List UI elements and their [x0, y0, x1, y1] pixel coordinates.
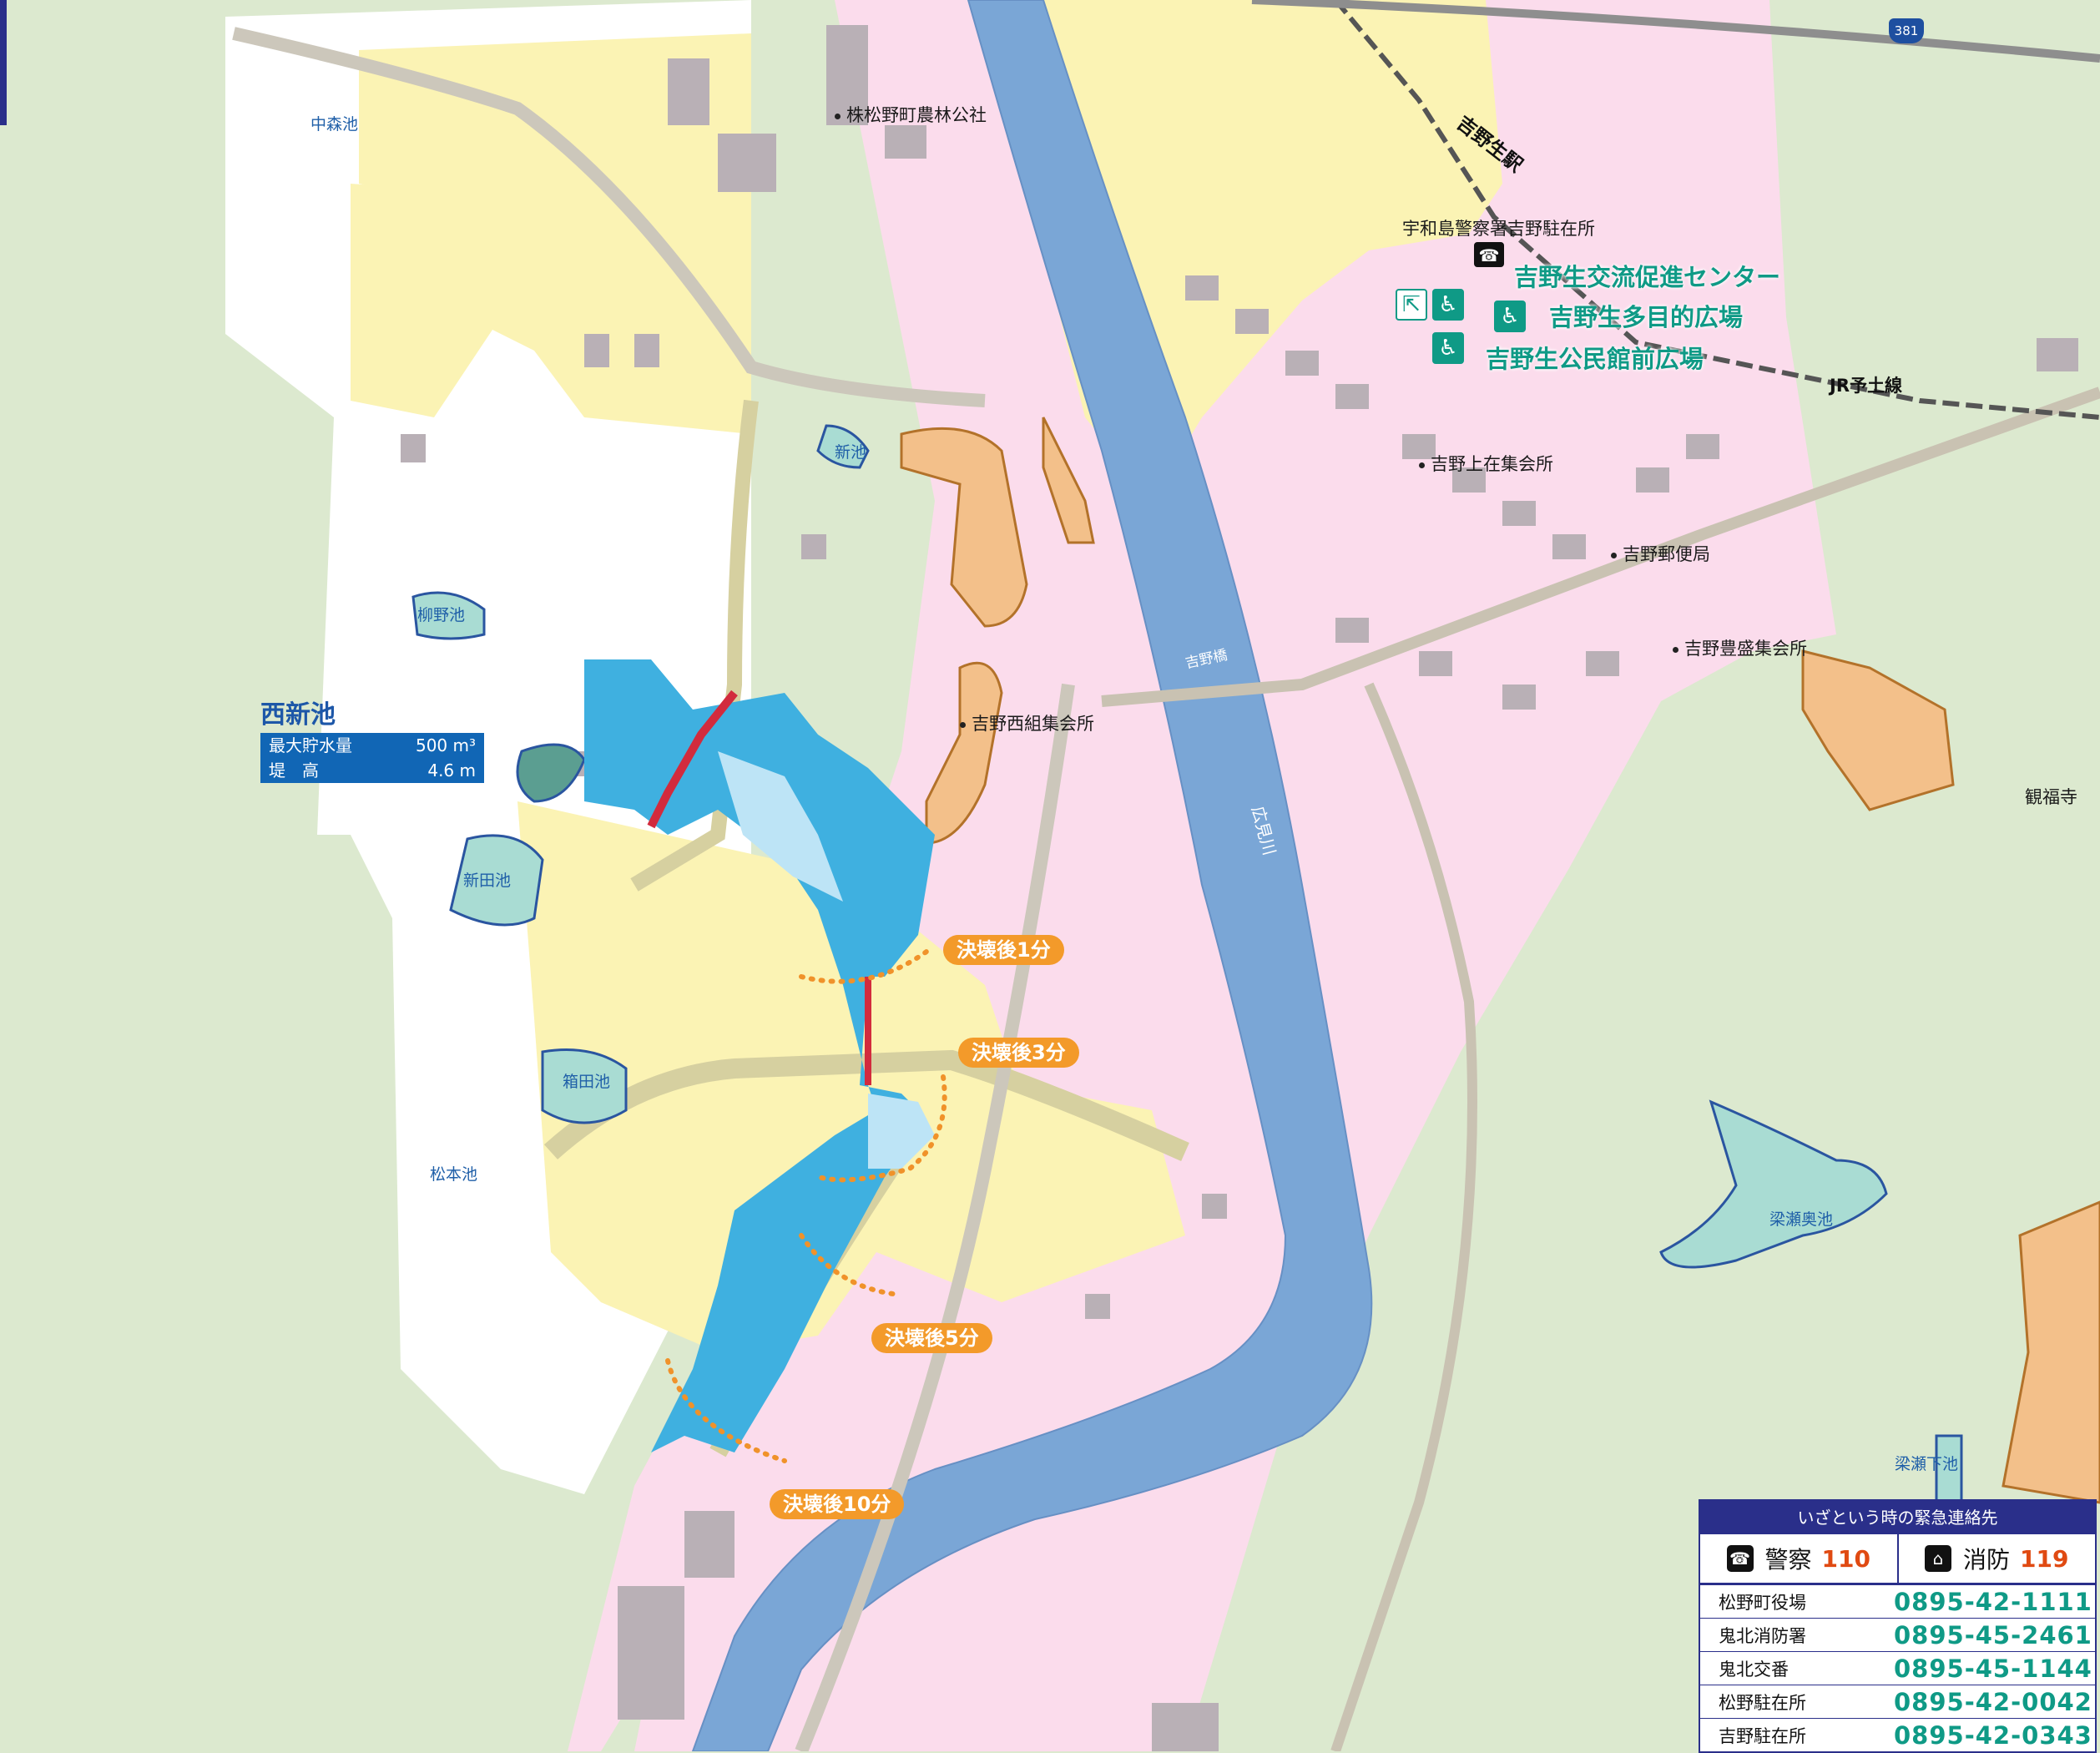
flood-area	[584, 659, 935, 1452]
hiromi-river	[691, 0, 1373, 1751]
rail-line-label: JR予土線	[1830, 376, 1902, 396]
fire-station-icon: ⌂	[1925, 1545, 1952, 1572]
reservoir-table: 最大貯水量 500 m³ 堤 高 4.6 m	[260, 733, 484, 783]
pond-label-shinden: 新田池	[463, 871, 512, 890]
frame-edge	[0, 0, 7, 125]
police-icon: ☎	[1474, 242, 1504, 267]
road-east	[1330, 682, 1477, 1751]
contacts-header: いざという時の緊急連絡先	[1700, 1501, 2095, 1534]
road-riverside	[795, 683, 1075, 1751]
road-north	[630, 399, 759, 892]
label-police-box: 宇和島警察署吉野駐在所	[1402, 219, 1595, 239]
flood-time-10min: 決壊後10分	[770, 1489, 905, 1519]
road-west	[232, 27, 986, 407]
label-yoshino-hosei: 吉野豊盛集会所	[1673, 640, 1807, 658]
flood-front-arcs	[665, 949, 947, 1463]
shelter-label-tamokuteki: 吉野生多目的広場	[1549, 303, 1744, 331]
pond-label-yanase-oku: 梁瀬奥池	[1769, 1210, 1834, 1229]
capacity-value: 500 m³	[415, 735, 476, 755]
shelter-icon: ♿	[1432, 289, 1464, 321]
police-icon: ☎	[1726, 1545, 1754, 1572]
label-kanpuku: 観福寺	[2025, 787, 2077, 807]
flood-time-5min: 決壊後5分	[871, 1323, 992, 1353]
flood-time-3min: 決壊後3分	[958, 1038, 1079, 1068]
height-label: 堤 高	[269, 760, 319, 781]
farmland-2	[351, 184, 501, 417]
open-land-2	[351, 401, 651, 918]
shelter-label-koryu: 吉野生交流促進センター	[1514, 263, 1781, 291]
label-yoshino-kami: 吉野上在集会所	[1419, 456, 1553, 473]
pond-label-shin: 新池	[835, 443, 867, 462]
pond-label-hakoda: 箱田池	[563, 1073, 611, 1091]
farmland-3	[517, 801, 1185, 1352]
pond-label-matsumoto: 松本池	[430, 1165, 478, 1184]
route-381	[1251, 0, 2100, 63]
ponds	[411, 424, 1963, 1504]
reservoir-title: 西新池	[260, 700, 336, 730]
road-bridge	[1101, 386, 2100, 707]
shelter-label-kominkan: 吉野生公民館前広場	[1486, 345, 1704, 373]
pond-label-yanagino: 柳野池	[417, 606, 466, 624]
shelter-icon: ♿	[1432, 332, 1464, 364]
reservoir-info: 西新池 最大貯水量 500 m³ 堤 高 4.6 m	[260, 703, 484, 783]
jr-yodo-line	[1333, 0, 2100, 420]
height-value: 4.6 m	[427, 760, 476, 781]
label-norin: 株松野町農林公社	[835, 107, 987, 124]
label-nishigumi: 吉野西組集会所	[960, 715, 1094, 733]
route-shield: 381	[1889, 18, 1924, 43]
shelter-icon: ♿	[1494, 301, 1526, 332]
pond-label-nakamori: 中森池	[310, 115, 359, 134]
pond-label-yanase-shimo: 梁瀬下池	[1895, 1455, 1959, 1473]
label-post-office: 吉野郵便局	[1611, 546, 1710, 563]
dam-embankment	[647, 690, 738, 829]
evacuation-icon: ⇱	[1396, 289, 1427, 321]
landslide-zones	[900, 417, 2100, 1504]
flood-time-1min: 決壊後1分	[943, 935, 1064, 965]
capacity-label: 最大貯水量	[269, 735, 352, 755]
